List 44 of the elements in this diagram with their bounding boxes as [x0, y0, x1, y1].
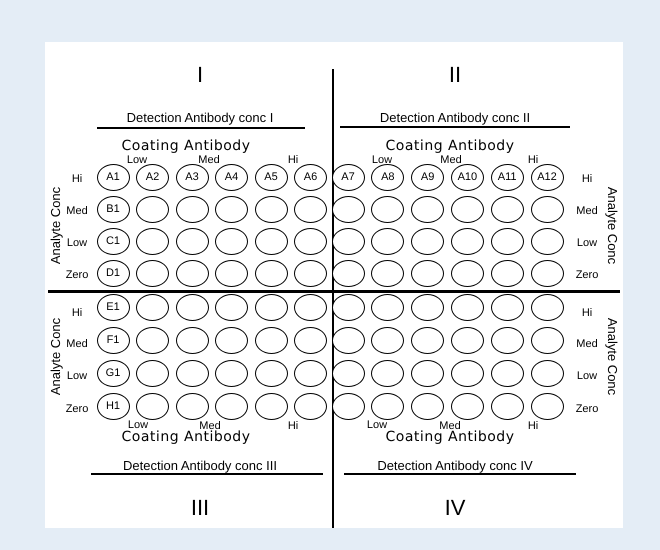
- level-label: Med: [199, 420, 221, 432]
- row-label: Low: [576, 370, 598, 382]
- row-label: Hi: [72, 308, 82, 318]
- level-label: Low: [366, 420, 388, 430]
- level-label: Med: [198, 154, 220, 166]
- row-label: Hi: [72, 174, 82, 184]
- level-label: Hi: [288, 420, 298, 432]
- level-label: Low: [372, 154, 392, 166]
- axis-label: Analyte Conc: [50, 186, 62, 264]
- row-label: Hi: [582, 308, 592, 318]
- detection-antibody-label: Detection Antibody conc I: [126, 110, 274, 124]
- quadrant-numeral: I: [196, 64, 204, 86]
- axis-label: Analyte Conc: [50, 317, 62, 395]
- coating-antibody-label: Coating Antibody: [386, 139, 514, 153]
- row-label: Med: [576, 206, 598, 216]
- row-label: Low: [576, 238, 598, 248]
- level-label: Low: [126, 154, 148, 166]
- row-label: Zero: [66, 270, 88, 280]
- level-label: Med: [439, 420, 461, 432]
- level-label: Hi: [528, 420, 538, 432]
- row-label: Hi: [582, 174, 592, 184]
- coating-antibody-label: Coating Antibody: [386, 430, 514, 444]
- quadrant-numeral: II: [448, 64, 462, 86]
- quadrant-numeral: IV: [444, 497, 466, 519]
- axis-label: Analyte Conc: [606, 317, 620, 395]
- level-label: Low: [128, 420, 148, 430]
- row-label: Zero: [576, 270, 598, 280]
- row-label: Med: [576, 338, 598, 350]
- coating-antibody-label: Coating Antibody: [122, 430, 250, 444]
- detection-antibody-label: Detection Antibody conc IV: [377, 458, 533, 472]
- coating-antibody-label: Coating Antibody: [122, 139, 250, 153]
- row-label: Zero: [66, 404, 88, 414]
- row-label: Zero: [576, 404, 598, 414]
- row-label: Low: [66, 370, 88, 382]
- level-label: Hi: [528, 154, 538, 166]
- level-label: Hi: [288, 154, 298, 166]
- quadrant-numeral: III: [190, 497, 210, 519]
- axis-label: Analyte Conc: [606, 186, 620, 264]
- row-label: Med: [66, 338, 88, 350]
- row-label: Med: [66, 206, 88, 216]
- level-label: Med: [440, 154, 462, 166]
- detection-antibody-label: Detection Antibody conc II: [380, 110, 530, 124]
- row-label: Low: [66, 238, 88, 248]
- detection-antibody-label: Detection Antibody conc III: [123, 458, 277, 472]
